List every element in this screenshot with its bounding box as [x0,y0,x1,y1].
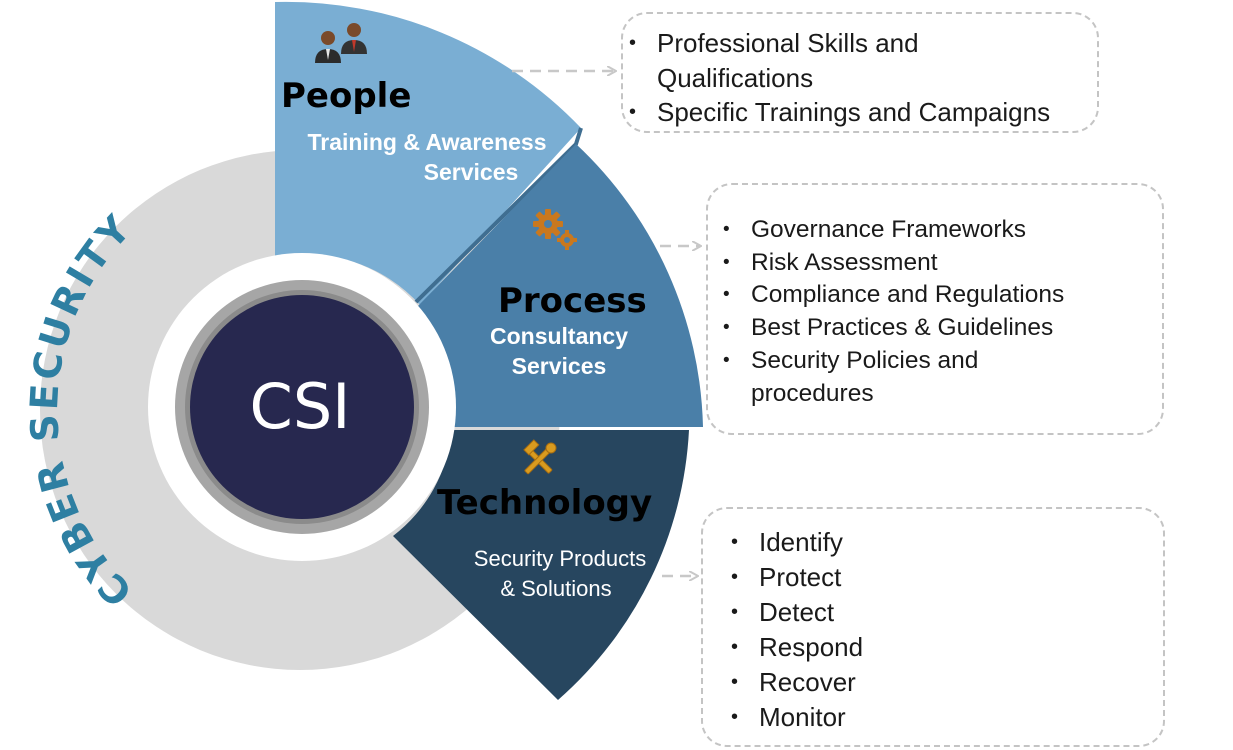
list-item-continuation: Qualifications [657,62,814,93]
list-item: Detect [731,595,1163,630]
center-label: CSI [250,370,351,443]
list-item: Identify [731,525,1163,560]
technology-subtitle-line2: & Solutions [500,576,611,601]
people-title: People [281,76,411,116]
list-item-continuation: procedures [751,379,874,407]
list-item: Compliance and Regulations [723,279,1162,312]
list-item: Respond [731,630,1163,665]
tools-icon [523,439,557,475]
list-item: Monitor [731,700,1163,735]
list-item: Best Practices & Guidelines [723,312,1162,345]
technology-subtitle-line1: Security Products [474,546,646,571]
process-subtitle-line1: Consultancy [490,323,628,349]
list-item: Security Policies and [723,345,1162,378]
process-segment[interactable] [418,144,703,427]
gears-icon [533,209,577,250]
technology-details-box: Identify Protect Detect Respond Recover … [701,507,1165,747]
list-item: Governance Frameworks [723,214,1162,247]
technology-title: Technology [437,483,652,523]
list-item: Protect [731,560,1163,595]
process-title: Process [498,281,647,321]
process-details-box: Governance Frameworks Risk Assessment Co… [706,183,1164,435]
list-item: Specific Trainings and Campaigns [629,95,1097,130]
list-item: Recover [731,665,1163,700]
people-segment[interactable] [275,1,581,306]
process-subtitle-line2: Services [512,353,607,379]
people-icon [315,23,367,63]
list-item: Risk Assessment [723,247,1162,280]
technology-segment[interactable] [393,430,689,700]
people-subtitle-line1: Training & Awareness [307,129,546,155]
list-item: Professional Skills and [629,26,1097,61]
center-circle[interactable] [190,295,414,519]
people-details-box: Professional Skills and Qualifications S… [621,12,1099,133]
people-subtitle-line2: Services [424,159,519,185]
